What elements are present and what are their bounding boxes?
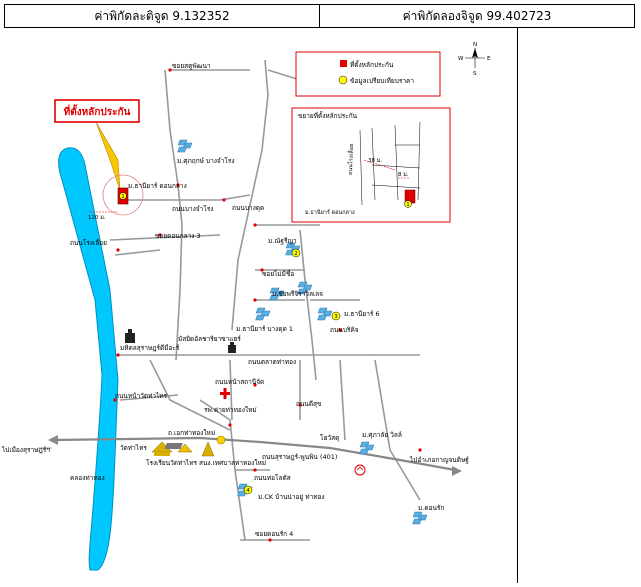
map-label: ไปอำเภอกาญจนดิษฐ์: [409, 456, 469, 464]
collateral-legend-swatch: [340, 60, 347, 67]
distance-label: 120 ม.: [88, 215, 106, 221]
map-label: ถนนหน้าสถานีจัด: [215, 378, 264, 386]
map-label: ซอยดอนรัก 4: [255, 530, 293, 538]
map-label: ถนนบางดุด: [232, 204, 264, 212]
svg-text:W: W: [458, 56, 464, 62]
village-icon: [412, 511, 428, 525]
map-label: โฮวัสดุ: [320, 434, 339, 442]
legend-collateral-label: ที่ตั้งหลักประกัน: [350, 60, 394, 69]
comparison-marker: [331, 311, 341, 321]
collateral-number: 1: [121, 194, 125, 200]
road-network: [54, 59, 456, 541]
map-label: คลองท่าทอง: [70, 474, 105, 482]
map-label: ซอยสตูพัฒนา: [172, 62, 211, 70]
map-label: ม.ธานียาร์ ดอนกลาง: [128, 182, 187, 190]
map-label: ม.ณัฐรีญา: [268, 237, 297, 245]
map-label: ม.CK บ้านน่าอยู่ ท่าทอง: [258, 493, 325, 501]
svg-text:N: N: [473, 42, 477, 48]
comparison-marker: [243, 485, 253, 495]
river: [58, 147, 119, 571]
map-label: ถนนดีสุข: [296, 400, 321, 408]
inset-map: ขยายที่ตั้งหลักประกัน 1 38 ม. 8 ม. ม.ธาน…: [291, 107, 451, 223]
map-label: โรงเรียนวัดท่าไทร: [146, 459, 197, 467]
map-label: ถนนท่อโลตัส: [254, 474, 291, 482]
longitude-label: ค่าพิกัดลองจิจูด 99.402723: [319, 5, 634, 27]
map-label: รพ.ค่ายท่าทองใหม่: [204, 406, 257, 414]
map-label: ถนนสุราษฎร์-พูนพิน (401): [262, 453, 337, 461]
hardware-store-icon: [164, 443, 183, 449]
map-label: ซอยดอนกลาง 3: [155, 232, 201, 240]
village-icon: [359, 441, 375, 455]
comparison-legend-swatch: [338, 75, 348, 85]
map-label: ม.ธานียาร์ 6: [344, 310, 380, 318]
latitude-label: ค่าพิกัดละติจูด 9.132352: [94, 8, 230, 23]
village-icon: [317, 307, 333, 321]
map-label: ถ.เอกท่าทองใหม่: [168, 429, 215, 437]
compass-icon: N S E W: [458, 42, 491, 77]
school-icon: [177, 443, 193, 453]
inset-distance-1: 38 ม.: [368, 158, 382, 164]
collateral-callout: ที่ตั้งหลักประกัน: [54, 99, 140, 191]
village-icon: [255, 307, 271, 321]
map-label: ม.ชัยพรีจิราวิลเลจ: [272, 290, 323, 298]
map-label: สนง.เทศบาลท่าทองใหม่: [199, 459, 266, 467]
map-label: มัสยิดอัลชาริยาซาแฮร์: [178, 335, 241, 343]
map-label: ไปเมืองสุราษฎร์ฯ: [1, 446, 50, 454]
inset-distance-2: 8 ม.: [398, 172, 409, 178]
callout-title: ที่ตั้งหลักประกัน: [64, 104, 131, 118]
svg-text:3: 3: [334, 314, 338, 320]
map-label: ถนนบริคิจ: [330, 326, 359, 334]
mosque-icon: [228, 342, 236, 353]
inset-road-label: ถนนโรงเลื่อย: [346, 144, 355, 175]
coordinate-bar: ค่าพิกัดละติจูด 9.132352 ค่าพิกัดลองจิจู…: [4, 4, 635, 28]
mcdonalds-icon: [216, 435, 226, 445]
inset-village-label: ม.ธานียาร์ ดอนกลาง: [305, 209, 355, 216]
map-label: ม.ศุภาลัย วิลล์: [362, 431, 402, 439]
map-label: ม.ธานียาร์ บางดุด 1: [236, 325, 293, 333]
map-label: ม.ศุภฤกษ์ บางจำโรง: [177, 157, 235, 165]
collateral-radius: [102, 174, 144, 216]
municipal-icon: [201, 441, 215, 457]
svg-text:2: 2: [294, 251, 298, 257]
road-junction-dots: [113, 68, 422, 542]
comparison-marker: [291, 248, 301, 258]
map-frame-border: [517, 28, 518, 583]
legend-comparison-label: ข้อมูลเปรียบเทียบราคา: [350, 77, 414, 85]
svg-text:S: S: [473, 71, 477, 77]
map-label: วัดท่าไทร: [120, 444, 147, 452]
arrow-west-icon: [48, 435, 58, 445]
arrow-east-icon: [452, 466, 462, 476]
map-label: ถนนโรงเลื่อย: [70, 238, 107, 247]
village-icon: [177, 139, 193, 153]
map-label: ม.ดอนรัก: [418, 504, 444, 512]
map-label: ถนนหน้าวัดท่าไทร: [115, 392, 168, 400]
hospital-icon: [220, 388, 230, 399]
svg-text:1: 1: [406, 202, 410, 208]
map-label: ถนนบางจำโรง: [172, 205, 213, 213]
inset-title: ขยายที่ตั้งหลักประกัน: [298, 111, 358, 120]
map-label: ถนนตลาดท่าทอง: [248, 358, 296, 366]
map-legend: ที่ตั้งหลักประกัน ข้อมูลเปรียบเทียบราคา: [295, 51, 441, 97]
svg-text:4: 4: [246, 488, 250, 494]
lotus-icon: [354, 464, 366, 476]
svg-text:E: E: [487, 56, 491, 62]
map-label: มหิดลสุราษฎร์ดีมีอะร์: [120, 344, 180, 352]
mosque-icon: [125, 329, 135, 343]
map-label: ซอยไม่มีชื่อ: [262, 269, 294, 278]
